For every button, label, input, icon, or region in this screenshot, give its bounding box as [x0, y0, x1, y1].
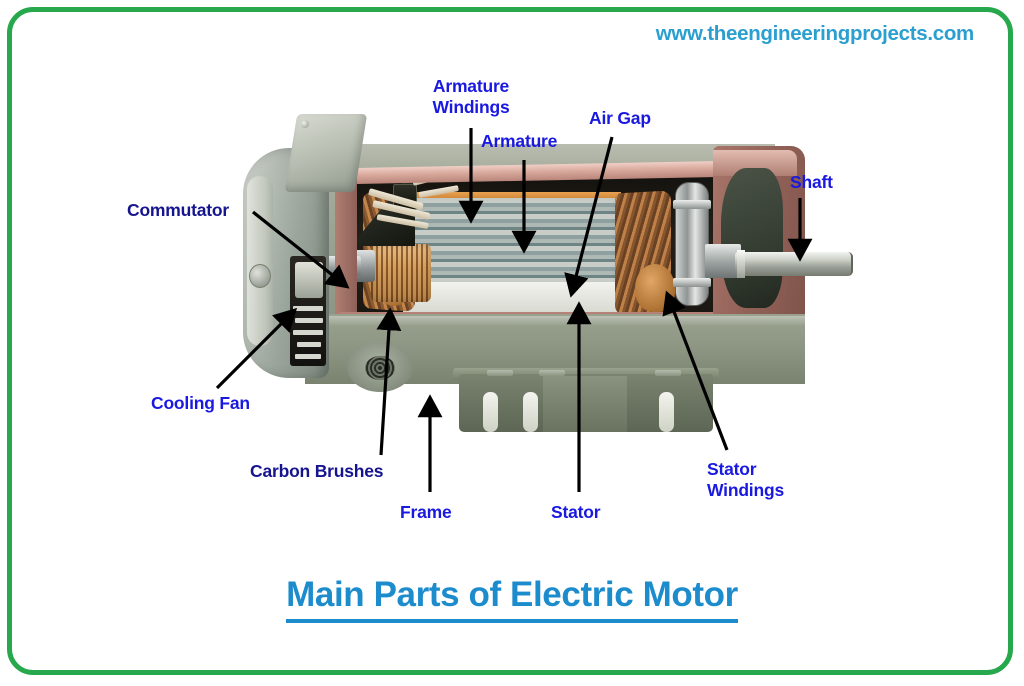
left-end-bell-boss	[249, 264, 271, 288]
label-commutator: Commutator	[127, 200, 230, 220]
armature-copper-band	[407, 192, 621, 201]
label-cooling-fan: Cooling Fan	[151, 393, 250, 413]
cooling-fan-blade-3	[293, 330, 323, 335]
page-title-text: Main Parts of Electric Motor	[286, 575, 738, 623]
green-frame-border	[7, 7, 1013, 675]
cooling-fan-blade-5	[295, 354, 321, 359]
terminal-box-screw	[301, 120, 309, 128]
cooling-fan-blade-1	[293, 306, 323, 311]
right-end-bell-cutaway	[721, 168, 783, 308]
mounting-slot-1	[483, 392, 498, 432]
label-armature-windings: Armature Windings	[432, 76, 510, 117]
drain-boss-thread	[365, 356, 395, 380]
mounting-slot-2	[523, 392, 538, 432]
motor-frame-highlight	[305, 316, 805, 326]
cooling-fan-blade-4	[297, 342, 321, 347]
label-armature: Armature	[481, 131, 558, 151]
cooling-fan-hub	[295, 262, 323, 298]
mounting-notch-2	[539, 370, 565, 376]
bearing-ring-upper	[673, 200, 711, 209]
cooling-fan-blade-2	[295, 318, 323, 323]
page-title: Main Parts of Electric Motor	[0, 575, 1024, 623]
arrow-carbon-brushes	[376, 307, 402, 456]
label-air-gap: Air Gap	[589, 108, 651, 128]
watermark-url: www.theengineeringprojects.com	[655, 22, 975, 45]
label-shaft: Shaft	[790, 172, 833, 192]
mounting-slot-3	[659, 392, 674, 432]
arrow-stator-windings	[662, 290, 729, 451]
commutator-segments	[371, 244, 431, 302]
bearing-ring-lower	[673, 278, 711, 287]
label-stator: Stator	[551, 502, 601, 522]
mounting-notch-3	[655, 370, 681, 376]
arrow-cooling-fan	[215, 307, 298, 390]
mounting-notch-1	[487, 370, 513, 376]
arrow-air-gap	[564, 136, 614, 298]
label-frame: Frame	[400, 502, 452, 522]
label-stator-windings: Stator Windings	[707, 459, 784, 500]
mounting-foot-center	[543, 376, 627, 432]
label-carbon-brushes: Carbon Brushes	[250, 461, 384, 481]
output-shaft-ring	[737, 250, 745, 278]
arrow-commutator	[252, 210, 350, 289]
left-end-bell-face	[247, 176, 273, 346]
